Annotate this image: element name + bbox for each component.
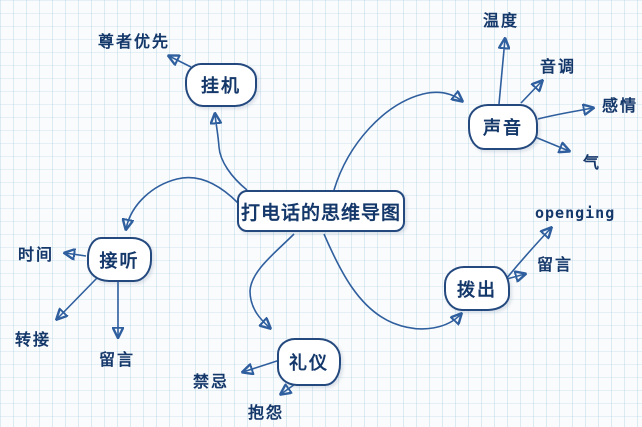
leaf-tone[interactable]: 音调 [540,59,577,76]
link-root-voice [333,92,462,191]
node-voice-label: 声音 [483,118,523,138]
link-answer-time [65,253,87,256]
node-hang-up[interactable]: 挂机 [185,63,257,107]
link-answer-transfer [57,277,98,319]
link-root-etiquette [249,233,295,328]
link-hang-up-respect-elders [169,56,192,68]
leaf-qi[interactable]: 气 [583,155,602,172]
link-root-answer [126,176,239,229]
node-dial-out-label: 拨出 [457,279,497,300]
leaf-taboo[interactable]: 禁忌 [193,374,230,391]
leaf-temperature[interactable]: 温度 [483,13,520,30]
link-voice-qi [534,136,569,151]
link-root-hang-up [215,114,248,191]
leaf-emotion[interactable]: 感情 [602,98,639,115]
leaf-time[interactable]: 时间 [18,247,55,264]
leaf-message-dial-out[interactable]: 留言 [537,257,574,274]
node-hang-up-label: 挂机 [201,76,241,96]
link-dial-out-message [506,274,525,279]
node-etiquette-label: 礼仪 [289,353,329,373]
root-label: 打电话的思维导图 [240,202,401,224]
leaf-respect-elders-first[interactable]: 尊者优先 [98,34,171,51]
node-answer[interactable]: 接听 [87,237,152,282]
link-voice-temperature [499,39,505,105]
leaf-transfer[interactable]: 转接 [15,332,52,349]
link-root-dial-out [323,233,461,330]
node-answer-label: 接听 [99,250,140,271]
link-voice-emotion [537,108,593,120]
root-node[interactable]: 打电话的思维导图 [237,190,405,232]
link-voice-tone [520,81,542,104]
leaf-message-answer[interactable]: 留言 [99,352,136,369]
node-dial-out[interactable]: 拨出 [444,266,510,311]
leaf-opening[interactable]: openging [535,204,616,222]
node-voice[interactable]: 声音 [468,104,538,150]
leaf-complaint[interactable]: 抱怨 [248,405,285,422]
node-etiquette[interactable]: 礼仪 [277,338,341,386]
